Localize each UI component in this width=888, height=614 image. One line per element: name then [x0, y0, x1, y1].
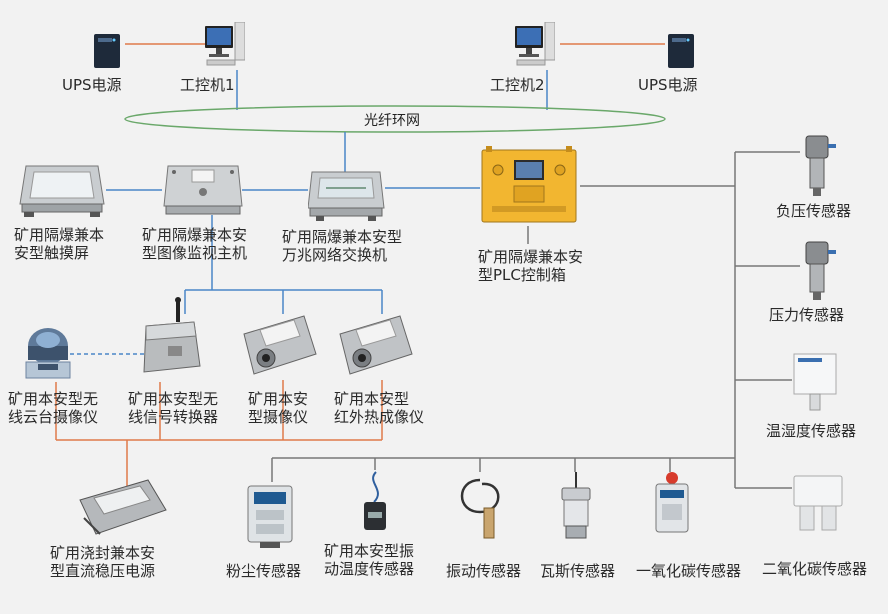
negative-pressure-sensor-icon	[805, 135, 836, 196]
signal-converter-label: 矿用本安型无 线信号转换器	[128, 390, 219, 426]
dust-sensor-icon	[247, 485, 293, 548]
ipc2-label: 工控机2	[490, 76, 545, 94]
power-supply-icon	[79, 479, 167, 535]
pressure-label: 压力传感器	[769, 306, 845, 324]
video-host-icon	[163, 165, 243, 215]
signal-converter-icon	[143, 297, 201, 373]
negative-pressure-label: 负压传感器	[776, 202, 852, 220]
plc-box-label: 矿用隔爆兼本安 型PLC控制箱	[478, 248, 584, 284]
temp-humidity-label: 温湿度传感器	[766, 422, 857, 440]
ir-camera-label: 矿用本安型 红外热成像仪	[334, 390, 425, 426]
vibration-sensor-icon	[460, 478, 500, 539]
touch-screen-icon	[19, 165, 105, 217]
co-sensor-icon	[655, 472, 689, 533]
ptz-camera-icon	[25, 328, 71, 379]
ups-left-icon	[94, 34, 120, 68]
vib-temp-sensor-icon	[364, 471, 386, 530]
ir-camera-icon	[339, 315, 413, 375]
video-host-label: 矿用隔爆兼本安 型图像监视主机	[142, 226, 248, 262]
ups-left-label: UPS电源	[62, 76, 122, 94]
switch-label: 矿用隔爆兼本安型 万兆网络交换机	[282, 228, 403, 264]
vib-temp-label: 矿用本安型振 动温度传感器	[324, 542, 415, 578]
ups-right-icon	[668, 34, 694, 68]
ipc2-icon	[515, 22, 555, 66]
fiber-ring	[124, 105, 666, 133]
camera-label: 矿用本安 型摄像仪	[248, 390, 309, 426]
touch-screen-label: 矿用隔爆兼本 安型触摸屏	[14, 226, 105, 262]
power-supply-label: 矿用浇封兼本安 型直流稳压电源	[50, 544, 156, 580]
ptz-camera-label: 矿用本安型无 线云台摄像仪	[8, 390, 99, 426]
ups-right-label: UPS电源	[638, 76, 698, 94]
fiber-ring-label: 光纤环网	[364, 113, 420, 129]
switch-icon	[308, 171, 385, 221]
co2-sensor-icon	[793, 475, 843, 531]
ipc1-label: 工控机1	[180, 76, 235, 94]
gas-label: 瓦斯传感器	[540, 562, 616, 580]
dust-label: 粉尘传感器	[226, 562, 302, 580]
ipc1-icon	[205, 22, 245, 66]
gas-sensor-icon	[561, 472, 591, 539]
temp-humidity-sensor-icon	[793, 353, 837, 411]
co-label: 一氧化碳传感器	[636, 562, 742, 580]
pressure-sensor-icon	[805, 241, 836, 300]
co2-label: 二氧化碳传感器	[762, 560, 868, 578]
camera-icon	[243, 315, 317, 375]
plc-box-icon	[481, 146, 577, 223]
vibration-label: 振动传感器	[446, 562, 522, 580]
